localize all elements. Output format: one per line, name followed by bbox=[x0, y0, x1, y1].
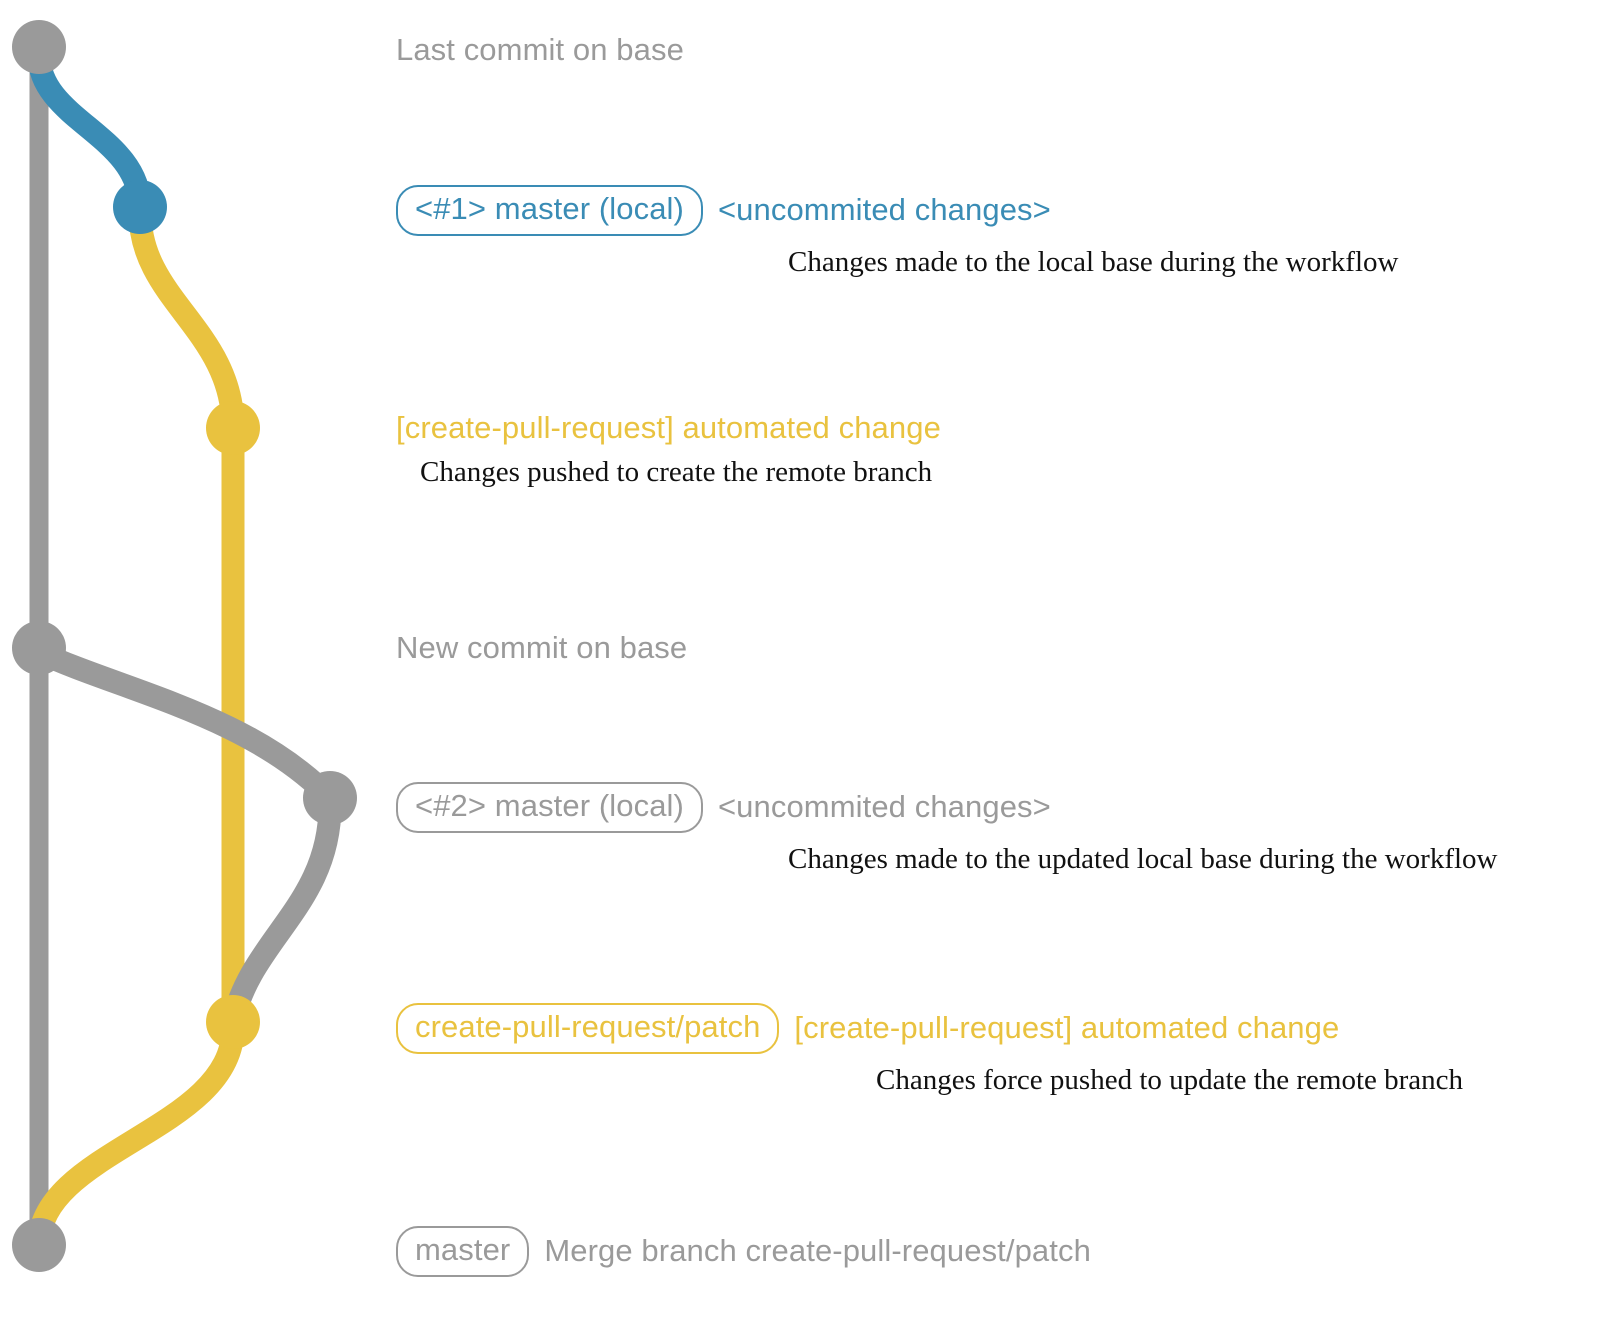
edge-patch2-to-master bbox=[27, 1016, 245, 1257]
ref-badge-master-local-1[interactable]: <#1> master (local) bbox=[396, 185, 703, 236]
commit-row-patch-branch: create-pull-request/patch [create-pull-r… bbox=[396, 1003, 1463, 1097]
ref-badge-master-local-2[interactable]: <#2> master (local) bbox=[396, 782, 703, 833]
commit-description: Changes made to the local base during th… bbox=[788, 245, 1399, 278]
commit-headline: <#2> master (local) <uncommited changes> bbox=[396, 782, 1498, 833]
edge-newbase-to-local2 bbox=[27, 640, 342, 810]
commit-description: Changes made to the updated local base d… bbox=[788, 842, 1498, 875]
commit-node-patch-1[interactable] bbox=[206, 401, 260, 455]
commit-node-merge-master[interactable] bbox=[12, 1218, 66, 1272]
commit-row-merge: master Merge branch create-pull-request/… bbox=[396, 1226, 1091, 1277]
ref-badge-master[interactable]: master bbox=[396, 1226, 530, 1277]
commit-title: Last commit on base bbox=[396, 32, 684, 67]
commit-subject: <uncommited changes> bbox=[717, 789, 1051, 825]
commit-row-local-1: <#1> master (local) <uncommited changes>… bbox=[396, 185, 1398, 279]
commit-description: Changes pushed to create the remote bran… bbox=[420, 456, 933, 488]
commit-row-automated-change-1: [create-pull-request] automated change C… bbox=[396, 410, 941, 489]
edge-local1-to-patch1 bbox=[128, 201, 245, 440]
commit-headline: master Merge branch create-pull-request/… bbox=[396, 1226, 1091, 1277]
commit-title: [create-pull-request] automated change bbox=[396, 410, 941, 445]
commit-headline: create-pull-request/patch [create-pull-r… bbox=[396, 1003, 1463, 1054]
commit-row-last-commit: Last commit on base bbox=[396, 32, 684, 68]
commit-subject: <uncommited changes> bbox=[717, 192, 1051, 228]
edge-local2-to-patch2 bbox=[221, 793, 342, 1034]
commit-headline: New commit on base bbox=[396, 630, 687, 666]
commit-headline: <#1> master (local) <uncommited changes> bbox=[396, 185, 1398, 236]
commit-node-local-2[interactable] bbox=[303, 771, 357, 825]
commit-row-local-2: <#2> master (local) <uncommited changes>… bbox=[396, 782, 1498, 876]
commit-node-last-base[interactable] bbox=[12, 20, 66, 74]
commit-subject: Merge branch create-pull-request/patch bbox=[544, 1233, 1091, 1269]
ref-badge-create-pull-request-patch[interactable]: create-pull-request/patch bbox=[396, 1003, 780, 1054]
commit-subject: [create-pull-request] automated change bbox=[794, 1010, 1340, 1046]
commit-headline: Last commit on base bbox=[396, 32, 684, 68]
commit-description: Changes force pushed to update the remot… bbox=[876, 1063, 1464, 1096]
commit-node-local-1[interactable] bbox=[113, 180, 167, 234]
commit-node-new-base[interactable] bbox=[12, 621, 66, 675]
commit-row-new-commit: New commit on base bbox=[396, 630, 687, 666]
commit-node-patch-2[interactable] bbox=[206, 995, 260, 1049]
commit-title: New commit on base bbox=[396, 630, 688, 665]
commit-headline: [create-pull-request] automated change bbox=[396, 410, 941, 446]
